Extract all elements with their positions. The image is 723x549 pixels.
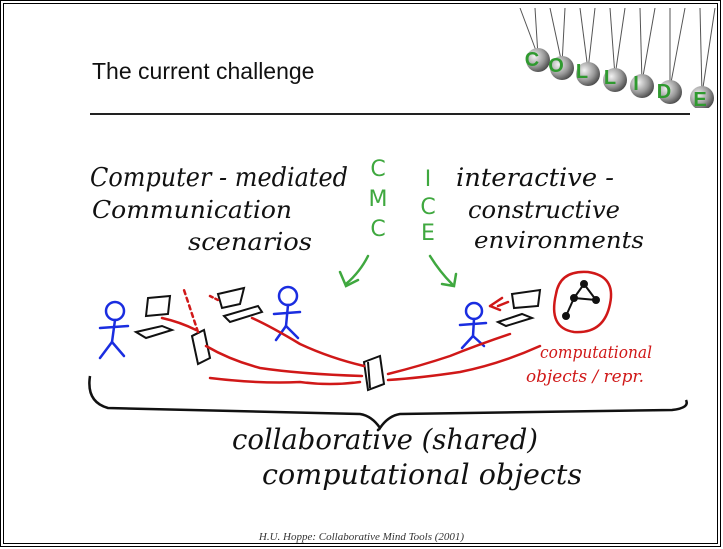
logo-ball-6 <box>658 80 682 104</box>
bottom-caption-line1: collaborative (shared) <box>232 423 538 456</box>
right-caption-line1: interactive - <box>456 163 614 192</box>
computational-label-line2: objects / repr. <box>526 367 644 387</box>
ice-letter: E <box>421 221 435 246</box>
right-caption-line2: constructive <box>468 196 620 224</box>
connection-line <box>204 344 364 378</box>
logo-ball-3 <box>576 62 600 86</box>
laptop-left-icon <box>133 294 176 340</box>
logo-ball-2 <box>550 56 574 80</box>
bottom-caption-line2: computational objects <box>262 458 582 491</box>
collide-logo: C O L L I D E <box>519 8 716 108</box>
connection-line <box>250 316 366 368</box>
computational-label-line1: computational <box>540 343 652 363</box>
cmc-letter: M <box>369 187 388 212</box>
left-caption-line3: scenarios <box>188 228 312 256</box>
ice-letter: I <box>425 167 432 192</box>
slide-footer: H.U. Hoppe: Collaborative Mind Tools (20… <box>258 531 465 543</box>
right-caption-line3: environments <box>474 228 644 254</box>
connection-line <box>208 294 220 302</box>
logo-letter: L <box>604 67 616 89</box>
cmc-letter: C <box>370 217 385 242</box>
logo-ball-1 <box>526 48 550 72</box>
left-caption-line1: Computer - mediated <box>90 163 348 193</box>
laptop-right-icon <box>495 288 542 328</box>
cmc-letter: C <box>370 157 385 182</box>
logo-letter: E <box>693 89 706 108</box>
connection-line <box>182 288 200 334</box>
person-right-icon <box>458 301 488 350</box>
logo-ball-5 <box>630 74 654 98</box>
ice-arrow <box>428 254 454 286</box>
connection-line <box>208 376 362 386</box>
logo-letter: L <box>576 61 588 83</box>
curly-bracket <box>88 375 688 431</box>
title-rule <box>90 113 690 115</box>
connection-line <box>386 332 512 376</box>
logo-letter: C <box>525 49 539 71</box>
connection-line <box>160 316 198 332</box>
connection-line <box>488 296 504 312</box>
logo-ball-7 <box>690 86 714 108</box>
logo-letter: I <box>633 73 639 95</box>
ice-letter: C <box>420 195 435 220</box>
left-caption-line2: Communication <box>92 196 292 224</box>
laptop-middle-icon <box>216 286 264 324</box>
connection-line <box>496 300 510 308</box>
logo-letter: O <box>548 55 564 77</box>
connection-line <box>386 344 542 382</box>
logo-letter: D <box>657 81 671 103</box>
slide-inner-frame <box>3 3 718 544</box>
computational-object-circle <box>552 270 613 334</box>
person-left-icon <box>98 300 130 360</box>
graph-icon <box>562 280 600 320</box>
logo-ball-4 <box>603 68 627 92</box>
shared-object-icon <box>362 354 386 392</box>
slide-title: The current challenge <box>92 58 315 84</box>
cmc-arrow <box>344 254 370 286</box>
